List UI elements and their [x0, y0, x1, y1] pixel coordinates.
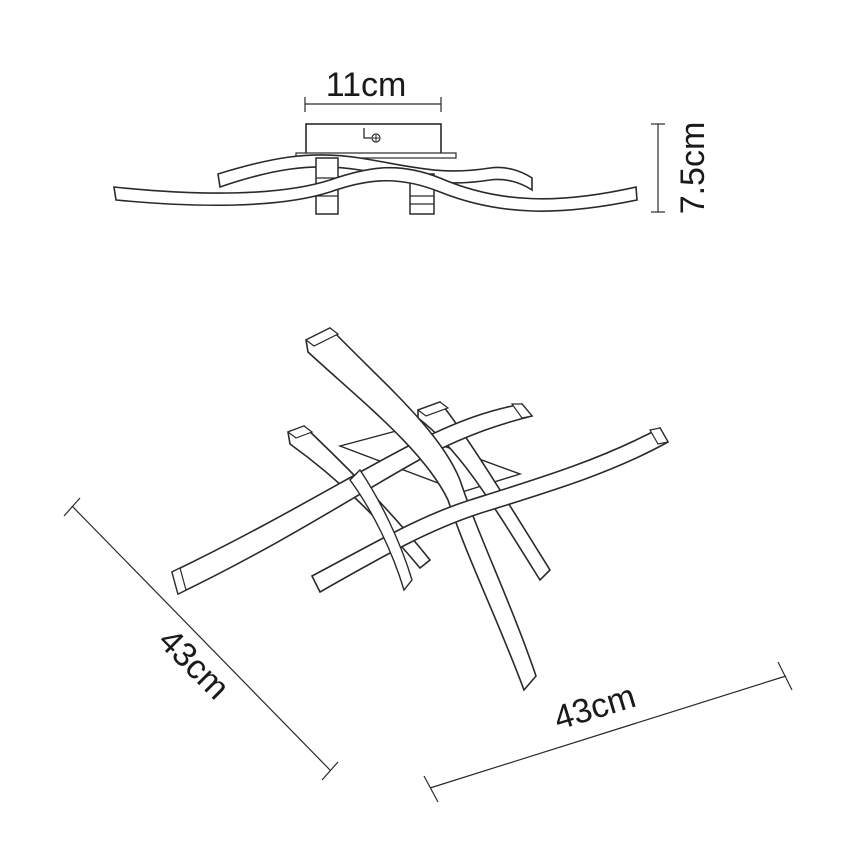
dimension-depth-left: 43cm — [63, 497, 339, 781]
width-top-label: 11cm — [326, 66, 407, 104]
width-bottom-label: 43cm — [549, 677, 640, 738]
perspective-view: 43cm 43cm — [63, 327, 793, 803]
mounting-plate — [295, 123, 457, 159]
depth-left-label: 43cm — [151, 621, 237, 707]
bar-long-diagonal — [305, 327, 537, 692]
dimension-width-bottom: 43cm — [423, 661, 793, 803]
dimension-width-top: 11cm — [304, 66, 442, 112]
height-side-label: 7.5cm — [674, 122, 712, 215]
side-view: 11cm 7.5cm — [113, 66, 712, 215]
bar-middle-cross — [349, 468, 413, 592]
side-bar-front — [113, 166, 638, 212]
dimension-height-side: 7.5cm — [651, 122, 712, 215]
